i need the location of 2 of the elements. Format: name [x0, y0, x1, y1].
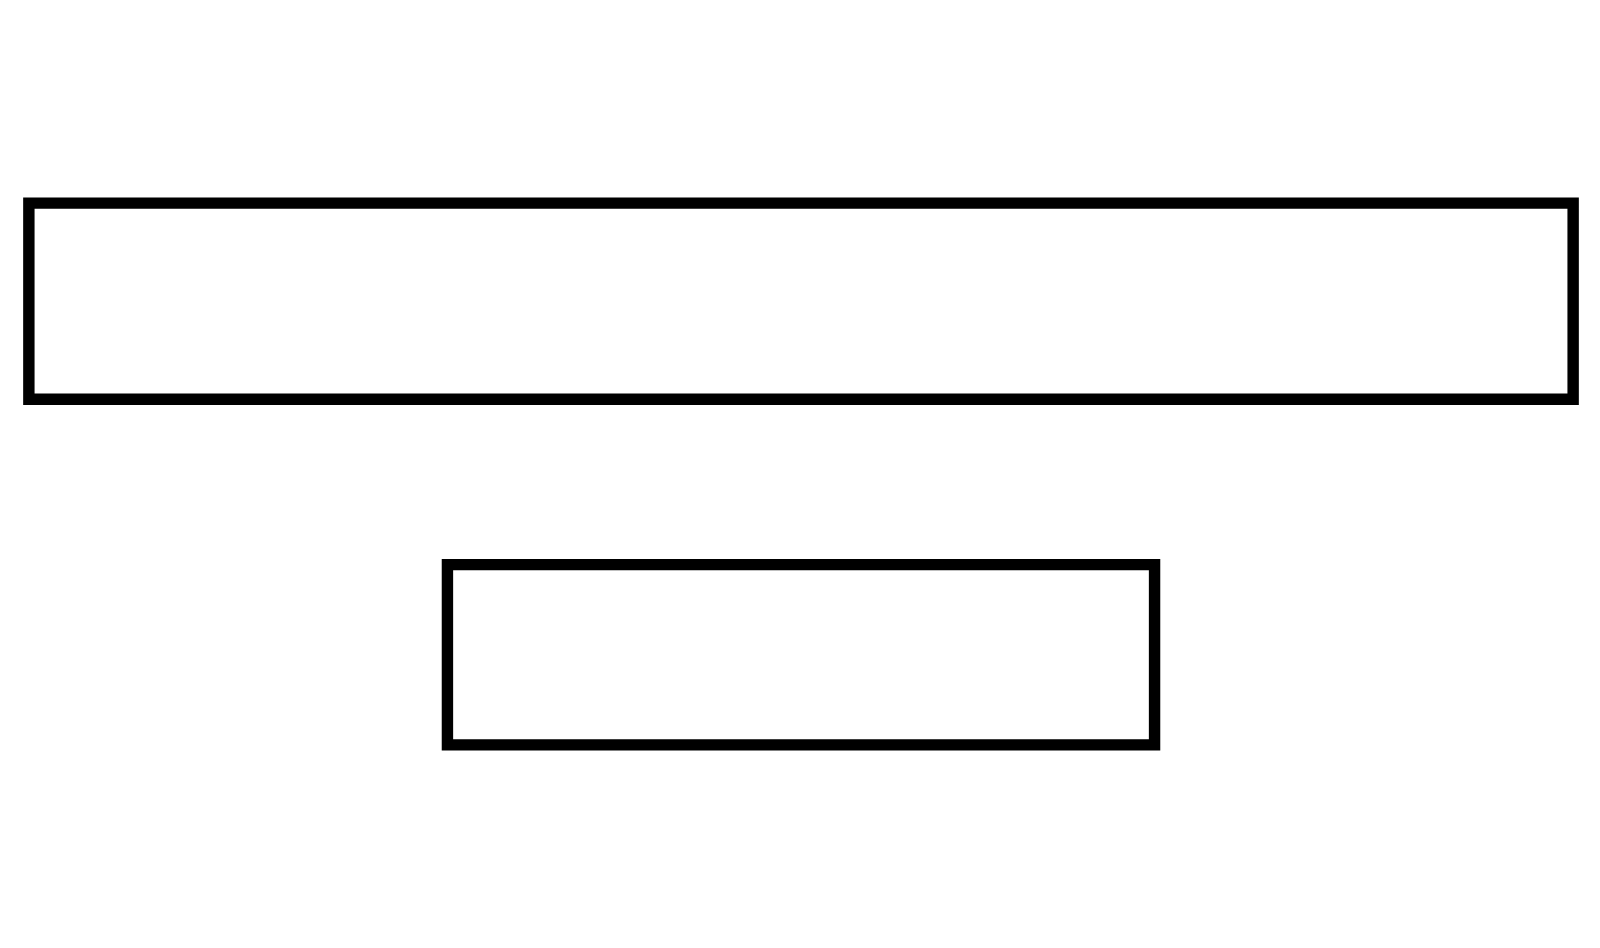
- node-box: [22, 197, 1578, 405]
- node-box: [440, 558, 1160, 751]
